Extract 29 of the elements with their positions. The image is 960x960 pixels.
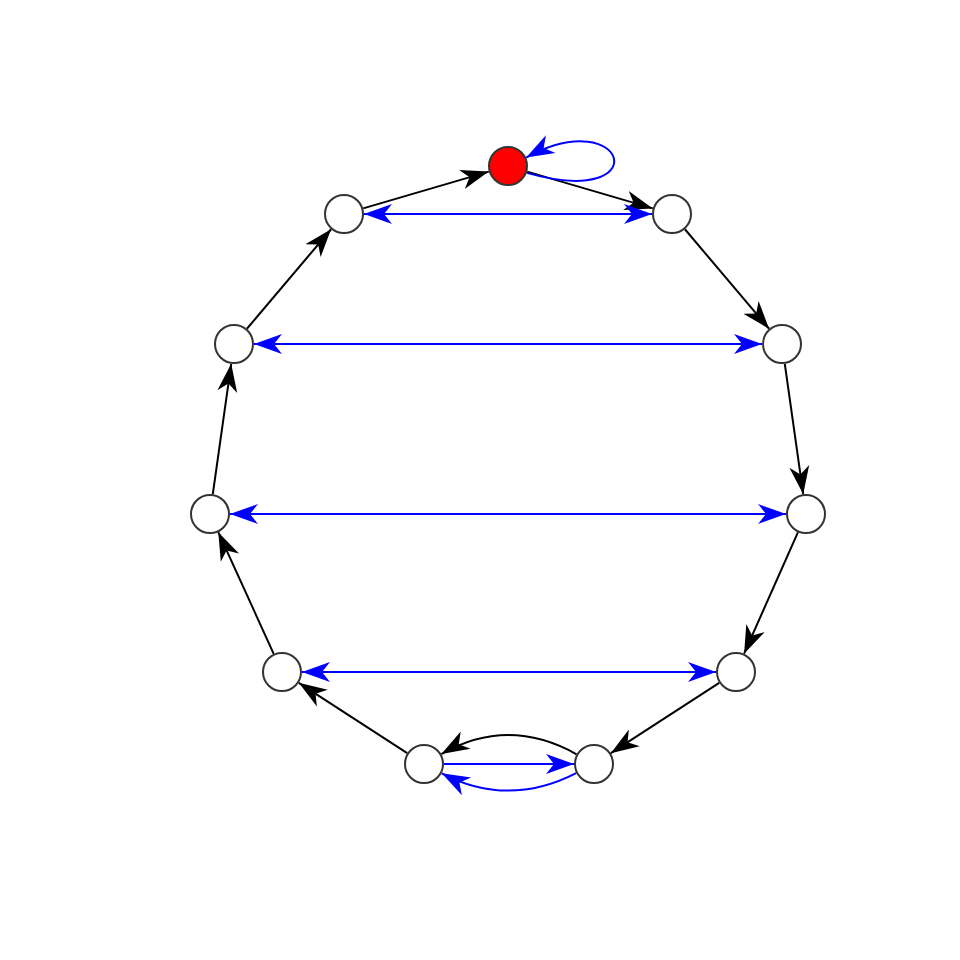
arrow [440,732,578,756]
arrow [743,531,799,655]
arrow [245,228,333,330]
node-circle [324,194,364,234]
arrow [609,681,721,755]
arrow [297,681,409,755]
arrow [217,531,275,655]
arrow [526,170,654,211]
node-circle [716,652,756,692]
arrow [440,772,578,795]
arrow [443,754,575,774]
arrow [229,504,787,524]
self-loop-arrow [525,137,615,182]
arrow [211,362,238,496]
node-circle [214,324,254,364]
node-circle [190,494,230,534]
node-circle [574,744,614,784]
node-circle [488,146,528,186]
arrow [783,362,810,496]
arrow [362,169,490,210]
node-circle [404,744,444,784]
arrow [363,204,653,224]
arrow [301,662,717,682]
arrow [253,334,763,354]
node-circle [762,324,802,364]
arrow [683,228,771,330]
node-circle [652,194,692,234]
node-circle [262,652,302,692]
node-circle [786,494,826,534]
